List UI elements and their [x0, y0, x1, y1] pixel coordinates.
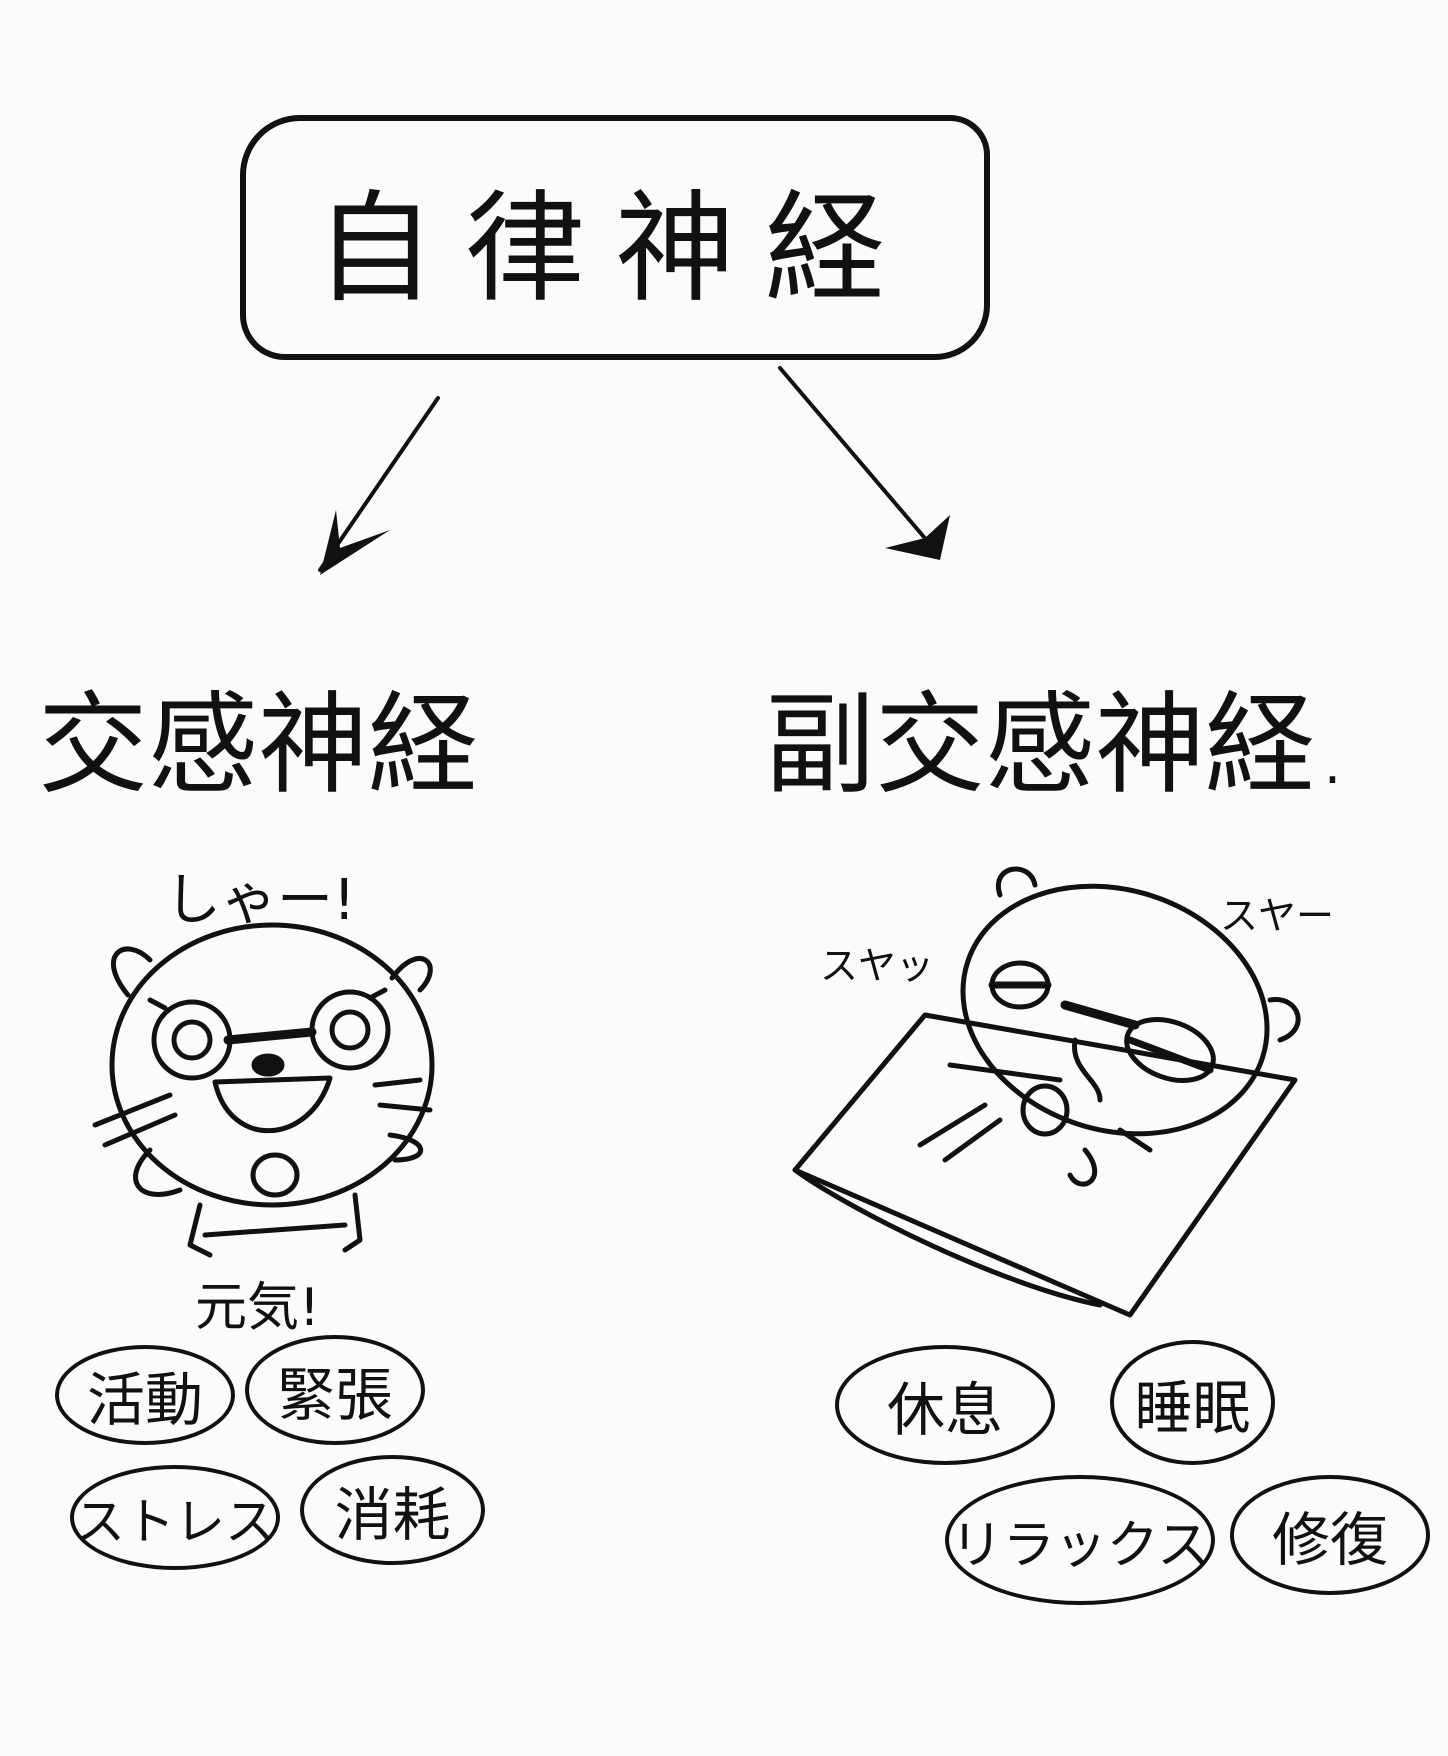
sleep-sound-right: スヤー	[1220, 894, 1335, 938]
parasympathetic-title: 副交感神経.	[765, 681, 1350, 809]
tag-kinchou: 緊張	[245, 1335, 425, 1445]
arrow-to-sympathetic	[318, 396, 440, 572]
tag-relax: リラックス	[945, 1475, 1215, 1605]
arrow-head-left	[320, 510, 390, 575]
tag-shoumou: 消耗	[300, 1455, 485, 1565]
root-label: 自律神経	[315, 179, 915, 319]
tag-katsudou: 活動	[55, 1345, 235, 1445]
genki-caption: 元気!	[195, 1278, 320, 1338]
arrow-head-right	[885, 515, 950, 560]
tag-suimin: 睡眠	[1110, 1340, 1275, 1465]
tag-stress: ストレス	[70, 1465, 280, 1570]
tag-shuufuku: 修復	[1230, 1475, 1430, 1595]
shout-text: しゃー!	[165, 868, 356, 933]
tag-kyuusoku: 休息	[835, 1345, 1055, 1465]
arrow-to-parasympathetic	[778, 366, 937, 552]
sleep-sound-left: スヤッ	[820, 944, 935, 988]
sympathetic-title: 交感神経	[38, 681, 478, 809]
root-node: 自律神経	[240, 115, 990, 360]
